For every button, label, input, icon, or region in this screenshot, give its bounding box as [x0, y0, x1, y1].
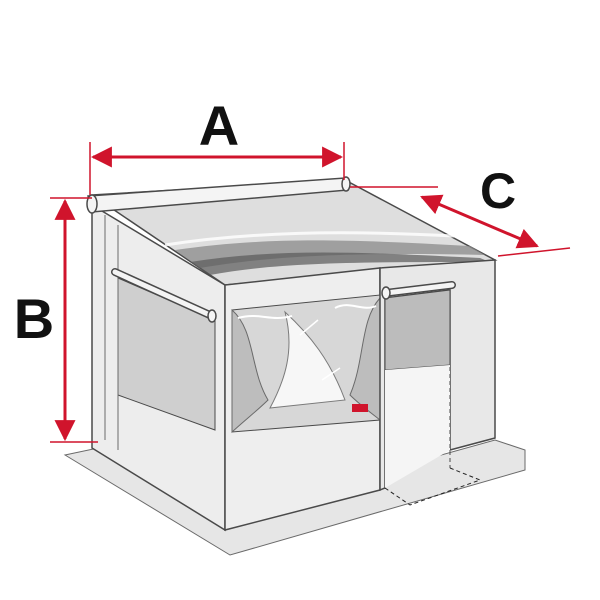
front-wall — [224, 267, 381, 531]
dimension-c: C — [350, 163, 571, 257]
dimension-b: B — [14, 197, 98, 443]
side-wall-right — [379, 259, 496, 506]
curtain-rail-right — [381, 281, 456, 300]
dimension-c-arrow — [420, 194, 539, 249]
dimension-b-label: B — [14, 287, 54, 350]
dimension-c-front-tick — [497, 247, 571, 257]
dimension-a: A — [89, 94, 345, 195]
side-wall-left — [91, 203, 226, 532]
curtain-rail-left — [111, 268, 217, 323]
dimension-a-label: A — [199, 94, 239, 157]
awning-cassette — [86, 176, 351, 214]
dimension-c-label: C — [480, 163, 516, 219]
brand-label — [352, 404, 368, 412]
